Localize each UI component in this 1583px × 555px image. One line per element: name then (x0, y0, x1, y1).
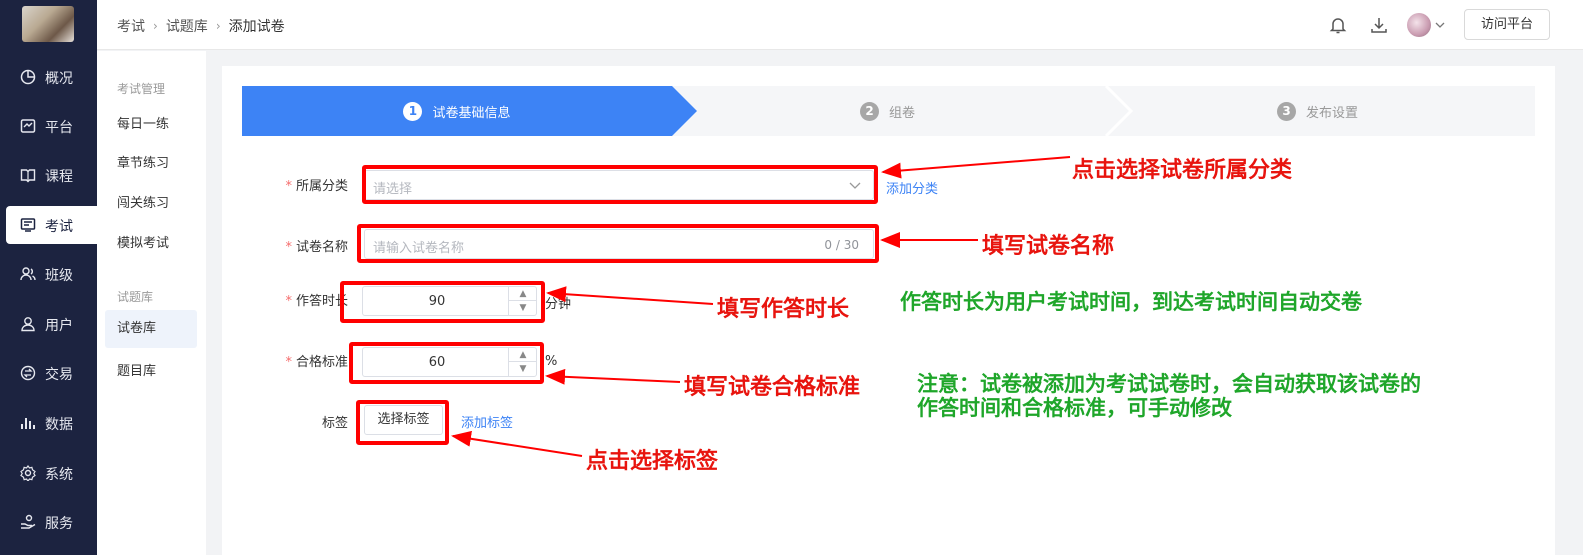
gear-icon (20, 465, 36, 481)
category-select[interactable]: 请选择 (364, 170, 874, 200)
paper-name-input[interactable]: 请输入试卷名称 0 / 30 (364, 229, 874, 259)
bell-icon[interactable] (1328, 15, 1348, 35)
nav-item-class[interactable]: 班级 (0, 255, 97, 293)
decrement-button[interactable]: ▼ (519, 364, 527, 374)
user-icon (21, 317, 35, 332)
breadcrumb: 考试 › 试题库 › 添加试卷 (117, 16, 285, 36)
book-icon (20, 169, 36, 183)
add-category-link[interactable]: 添加分类 (886, 182, 939, 197)
submenu-item-mock-exam[interactable]: 模拟考试 (117, 236, 170, 251)
pass-standard-unit: % (545, 354, 558, 369)
submenu-item-question-list[interactable]: 题目库 (117, 364, 157, 379)
step-divider-icon (1104, 86, 1134, 136)
steps-bar: 1 试卷基础信息 2 组卷 3 发布设置 (242, 86, 1535, 136)
platform-icon (20, 119, 36, 133)
submenu-group-exam-management: 考试管理 (117, 82, 166, 96)
chevron-down-icon (849, 182, 861, 189)
submenu-item-paper-bank[interactable]: 试卷库 (105, 310, 197, 348)
pass-standard-label: *合格标准 (285, 355, 348, 370)
nav-item-platform[interactable]: 平台 (0, 107, 97, 145)
category-label: *所属分类 (285, 179, 348, 194)
exchange-icon (20, 365, 36, 381)
annotation-name: 填写试卷名称 (982, 233, 1115, 259)
increment-button[interactable]: ▲ (509, 287, 537, 301)
service-icon (21, 514, 36, 529)
nav-item-trade[interactable]: 交易 (0, 354, 97, 392)
annotation-duration-note: 作答时长为用户考试时间，到达考试时间自动交卷 (900, 289, 1362, 314)
top-header: 考试 › 试题库 › 添加试卷 访问平台 (97, 0, 1583, 50)
bar-chart-icon (21, 418, 35, 429)
breadcrumb-question-bank[interactable]: 试题库 (165, 19, 208, 35)
breadcrumb-current: 添加试卷 (228, 19, 285, 35)
visit-platform-button[interactable]: 访问平台 (1464, 9, 1550, 40)
highlight-tags-box (356, 400, 449, 445)
exam-icon (20, 218, 36, 232)
chevron-right-icon: › (153, 19, 158, 33)
nav-item-course[interactable]: 课程 (0, 156, 97, 194)
avatar[interactable] (1407, 13, 1431, 37)
annotation-duration: 填写作答时长 (717, 296, 850, 322)
pie-icon (20, 69, 36, 85)
download-icon[interactable] (1369, 15, 1389, 35)
increment-button[interactable]: ▲ (509, 348, 537, 362)
annotation-note-line1: 注意：试卷被添加为考试试卷时，会自动获取该试卷的 (917, 371, 1421, 396)
logo[interactable] (22, 6, 74, 42)
highlight-pass-box (349, 342, 544, 384)
submenu-item-chapter[interactable]: 章节练习 (117, 156, 170, 171)
nav-item-overview[interactable]: 概况 (0, 58, 97, 96)
annotation-tags: 点击选择标签 (586, 448, 719, 474)
step-publish-settings[interactable]: 3 发布设置 (1277, 86, 1358, 136)
decrement-button[interactable]: ▼ (519, 303, 527, 313)
annotation-note-line2: 作答时间和合格标准，可手动修改 (917, 395, 1232, 420)
step-basic-info[interactable]: 1 试卷基础信息 (242, 86, 697, 136)
main-nav: 概况 平台 课程 考试 班级 用户 交易 数据 系统 服务 (0, 0, 97, 555)
pass-standard-stepper[interactable]: 60 ▲ ▼ (362, 347, 537, 377)
submenu-group-question-bank: 试题库 (117, 290, 154, 304)
nav-item-user[interactable]: 用户 (0, 305, 97, 343)
nav-item-system[interactable]: 系统 (0, 454, 97, 492)
highlight-category-box (362, 165, 878, 204)
chevron-down-icon[interactable] (1434, 15, 1446, 35)
annotation-category: 点击选择试卷所属分类 (1072, 157, 1293, 183)
tags-label: 标签 (321, 416, 348, 431)
highlight-duration-box (340, 281, 545, 323)
duration-stepper[interactable]: 90 ▲ ▼ (362, 286, 537, 316)
nav-item-exam[interactable]: 考试 (6, 206, 97, 244)
chevron-right-icon: › (215, 19, 221, 33)
add-tag-link[interactable]: 添加标签 (461, 416, 514, 431)
group-icon (20, 267, 36, 281)
step-compose[interactable]: 2 组卷 (860, 86, 915, 136)
annotation-pass: 填写试卷合格标准 (684, 374, 861, 400)
breadcrumb-exam[interactable]: 考试 (117, 19, 145, 35)
nav-item-data[interactable]: 数据 (0, 404, 97, 442)
submenu-item-challenge[interactable]: 闯关练习 (117, 196, 170, 211)
char-counter: 0 / 30 (824, 238, 859, 252)
sub-menu: 考试管理 每日一练 章节练习 闯关练习 模拟考试 试题库 试卷库 题目库 (97, 51, 206, 555)
paper-name-label: *试卷名称 (285, 240, 348, 255)
nav-item-service[interactable]: 服务 (0, 503, 97, 541)
duration-label: *作答时长 (285, 294, 348, 309)
submenu-item-daily[interactable]: 每日一练 (117, 117, 170, 132)
select-tags-button[interactable]: 选择标签 (364, 405, 443, 435)
highlight-name-box (357, 224, 879, 263)
duration-unit: 分钟 (545, 297, 572, 312)
